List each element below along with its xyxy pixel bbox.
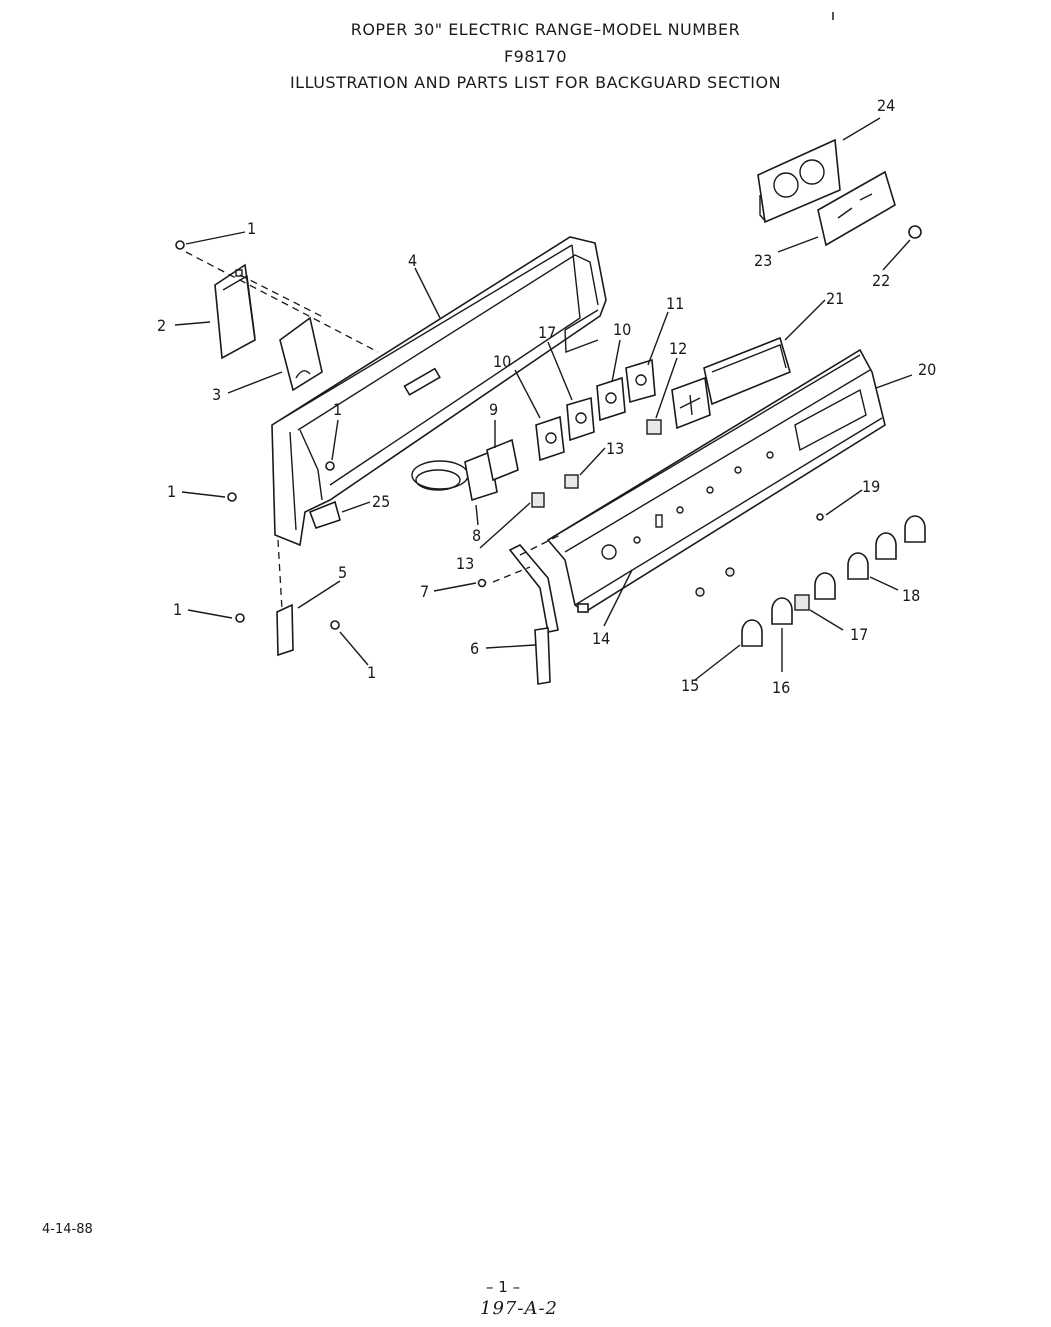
title-line-1: ROPER 30" ELECTRIC RANGE–MODEL NUMBER: [350, 20, 741, 39]
callout-17: 17: [850, 625, 868, 644]
callout-1: 1: [333, 400, 342, 419]
callout-21: 21: [826, 289, 844, 308]
callout-8: 8: [472, 526, 481, 545]
faceplate-23: [817, 170, 896, 247]
callout-16: 16: [772, 678, 790, 697]
backguard-body: [271, 236, 607, 547]
callout-20: 20: [918, 360, 936, 379]
knob-22: [908, 225, 922, 239]
thermostat-8: [411, 450, 498, 502]
callout-2: 2: [157, 316, 166, 335]
clock-window-21: [671, 336, 791, 430]
callout-6: 6: [470, 639, 479, 658]
callout-5: 5: [338, 563, 347, 582]
callout-labels: 1 2 3 4 1 1 25 5 1 1 6 7 8 9 10 17 10 11…: [157, 96, 936, 697]
switch-row: [535, 358, 656, 462]
switch-9: [486, 438, 519, 482]
clip-25: [308, 500, 341, 530]
screw-icons: [175, 240, 824, 630]
callout-10: 10: [613, 320, 631, 339]
document-reference: 197-A-2: [480, 1298, 558, 1319]
title-line-3: ILLUSTRATION AND PARTS LIST FOR BACKGUAR…: [289, 73, 782, 92]
callout-10: 10: [493, 352, 511, 371]
control-panel-20: [546, 348, 886, 613]
callout-3: 3: [212, 385, 221, 404]
margin-mark: [832, 12, 834, 20]
callout-23: 23: [754, 251, 772, 270]
assembly-lines: [185, 251, 561, 611]
callout-24: 24: [877, 96, 895, 115]
callout-13: 13: [606, 439, 624, 458]
callout-12: 12: [669, 339, 687, 358]
callout-17: 17: [538, 323, 556, 342]
callout-14: 14: [592, 629, 610, 648]
print-date: 4-14-88: [42, 1222, 93, 1237]
bracket-5: [276, 603, 294, 657]
callout-22: 22: [872, 271, 890, 290]
callout-1: 1: [167, 482, 176, 501]
small-switches: [531, 419, 662, 508]
callout-18: 18: [902, 586, 920, 605]
callout-19: 19: [862, 477, 880, 496]
knob-icons: [695, 515, 926, 647]
timer-24: [757, 138, 841, 224]
side-trim-6: [508, 544, 559, 685]
callout-7: 7: [420, 582, 429, 601]
left-bracket: [214, 263, 256, 360]
callout-11: 11: [666, 294, 684, 313]
callout-15: 15: [681, 676, 699, 695]
bracket-3: [279, 316, 323, 392]
callout-1: 1: [173, 600, 182, 619]
callout-25: 25: [372, 492, 390, 511]
callout-13: 13: [456, 554, 474, 573]
callout-4: 4: [408, 251, 417, 270]
callout-9: 9: [489, 400, 498, 419]
leader-lines: [174, 117, 913, 681]
page-number: – 1 –: [486, 1278, 521, 1296]
callout-1: 1: [247, 219, 256, 238]
model-number: F98170: [503, 47, 568, 66]
callout-1: 1: [367, 663, 376, 682]
